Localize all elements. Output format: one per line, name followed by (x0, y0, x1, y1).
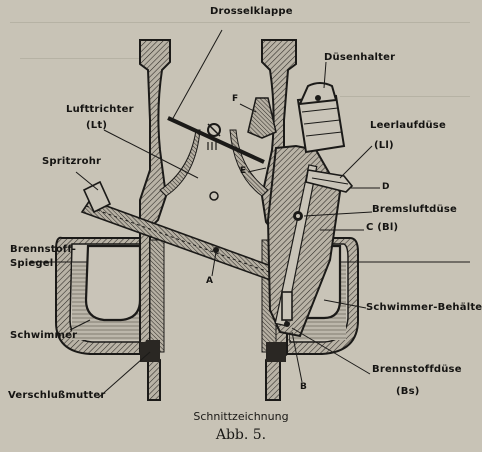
leader-E (247, 167, 267, 173)
throttle-screw (207, 142, 217, 150)
leader-spritzrohr (75, 171, 99, 191)
leader-brennstoffduese (291, 327, 371, 375)
spray-tube-bore (85, 205, 281, 277)
leader-schwimmer-behaelter (323, 299, 367, 309)
marker-D: D (382, 182, 390, 192)
label-brennstoff-2: Spiegel (10, 258, 54, 269)
leader-drosselklappe (171, 29, 223, 121)
venturi-right (229, 129, 269, 197)
label-verschlussmutter: Verschlußmutter (8, 390, 106, 401)
label-drosselklappe: Drosselklappe (210, 6, 293, 17)
jet-holder-thread (301, 107, 343, 137)
throttle-shaft-mark (207, 123, 221, 137)
idle-jet-bore (311, 177, 349, 185)
lower-throat-left (149, 239, 165, 353)
leader-verschlussmutter (97, 351, 151, 399)
label-brennstoffduese: Brennstoffdüse (372, 364, 462, 375)
spray-tube-end (82, 180, 112, 214)
main-jet (281, 291, 293, 321)
venturi-left (159, 129, 201, 197)
leader-bremsluftduese (303, 211, 373, 217)
leader-duesenhalter (323, 61, 327, 89)
label-bremsluftduese: Bremsluftdüse (372, 204, 457, 215)
label-bremsluftduese-abbr: C (Bl) (366, 222, 399, 233)
lower-flange-right (266, 342, 286, 362)
leader-F (239, 103, 257, 113)
label-spritzrohr: Spritzrohr (42, 156, 102, 167)
label-brennstoffduese-abbr: (Bs) (396, 386, 420, 397)
marker-F: F (232, 94, 239, 104)
label-lufttrichter: Lufttrichter (66, 104, 134, 115)
label-duesenhalter: Düsenhalter (324, 52, 396, 63)
leader-A (211, 251, 217, 277)
throttle-plate (167, 116, 265, 164)
label-leerlaufduese: Leerlaufdüse (370, 120, 446, 131)
leader-lufttrichter (103, 129, 199, 179)
bleed-line (340, 96, 470, 97)
center-port (209, 191, 219, 201)
cone-F (247, 97, 277, 139)
jet-holder-cap-hole (315, 95, 321, 101)
bleed-line (20, 58, 140, 59)
spray-tube-hole (213, 247, 219, 253)
float-left (84, 244, 142, 322)
marker-E: E (240, 166, 247, 176)
main-jet-orifice (284, 321, 290, 327)
marker-B: B (300, 382, 307, 392)
label-brennstoff-1: Brennstoff- (10, 244, 77, 255)
leader-leerlaufduese (339, 145, 373, 179)
bleed-line (10, 22, 470, 23)
leader-B (291, 331, 303, 383)
caption-subtitle: Schnittzeichnung (193, 410, 289, 423)
leader-lines (69, 29, 380, 399)
leader-schwimmer (69, 319, 91, 331)
figure-caption: Abb. 5. (215, 427, 267, 443)
label-schwimmer-behaelter: Schwimmer-Behälter (366, 302, 482, 313)
air-brake-jet-hole (296, 214, 300, 218)
marker-A: A (206, 276, 213, 286)
label-leerlaufduese-abbr: (Ll) (374, 140, 394, 151)
label-schwimmer: Schwimmer (10, 330, 78, 341)
label-lufttrichter-abbr: (Lt) (86, 120, 108, 131)
drain-plug (146, 340, 160, 362)
